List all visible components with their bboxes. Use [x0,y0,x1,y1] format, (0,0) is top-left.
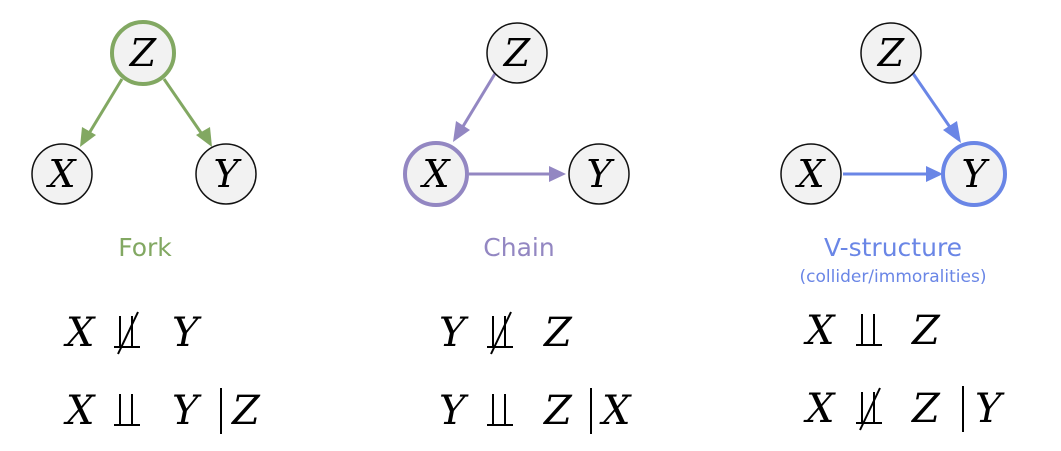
chain-statement-2: Y Z X [439,388,632,434]
vstructure-edge-z-y [910,71,961,143]
fork-node-y: Y [195,143,257,205]
vstructure-node-x-label: X [794,152,826,196]
chain-caption: Chain [483,233,554,262]
fork-statement-1-right: Y [172,310,202,356]
chain-statement-2-right: Z [542,388,573,434]
vstructure-statement-1-right: Z [910,308,941,354]
fork-statement-2-left: X [63,388,96,434]
not-independent-symbol [487,311,513,355]
vstructure-node-z: Z [860,22,922,84]
vstructure-statement-2-right: Z [910,386,941,432]
vstructure-statement-2-given: Y [975,386,1005,432]
chain-node-x-label: X [419,152,451,196]
chain-panel: Z X Y Chain Y Z Y [403,22,632,434]
fork-panel: Z X Y Fork X Y X [31,20,261,434]
vstructure-statement-2: X Z Y [803,386,1005,432]
fork-edge-z-x [80,78,124,147]
fork-statement-1: X Y [63,310,202,356]
fork-node-z-label: Z [129,31,157,75]
chain-node-x: X [403,141,469,207]
chain-statement-1: Y Z [439,310,573,356]
chain-statement-2-given: X [599,388,632,434]
fork-node-y-label: Y [213,152,242,196]
fork-node-x: X [31,143,93,205]
chain-statement-2-left: Y [439,388,469,434]
vstructure-node-y: Y [941,141,1007,207]
fork-caption: Fork [118,233,172,262]
vstructure-statement-1-left: X [803,308,836,354]
vstructure-panel: Z X Y V-structure (collider/immoralities… [780,22,1007,432]
fork-node-z: Z [110,20,176,86]
vstructure-edge-x-y [843,166,943,182]
chain-edge-x-y [469,166,566,182]
chain-edge-z-x [453,71,498,142]
chain-node-y: Y [568,143,630,205]
chain-statement-1-left: Y [439,310,469,356]
fork-statement-2-given: Z [230,388,261,434]
independent-symbol [856,314,882,346]
vstructure-caption: V-structure [824,233,962,262]
fork-statement-1-left: X [63,310,96,356]
vstructure-statement-1: X Z [803,308,941,354]
chain-statement-1-right: Z [542,310,573,356]
not-independent-symbol [114,311,140,355]
vstructure-node-z-label: Z [877,31,905,75]
chain-node-y-label: Y [586,152,615,196]
vstructure-statement-2-left: X [803,386,836,432]
chain-node-z: Z [486,22,548,84]
vstructure-node-x: X [780,143,842,205]
independent-symbol [114,394,140,426]
chain-node-z-label: Z [503,31,531,75]
fork-statement-2: X Y Z [63,388,261,434]
fork-edge-z-y [162,78,212,147]
fork-statement-2-right: Y [172,388,202,434]
vstructure-subcaption: (collider/immoralities) [800,267,987,287]
not-independent-symbol [856,387,882,431]
vstructure-node-y-label: Y [961,152,990,196]
fork-node-x-label: X [45,152,77,196]
independent-symbol [487,394,513,426]
